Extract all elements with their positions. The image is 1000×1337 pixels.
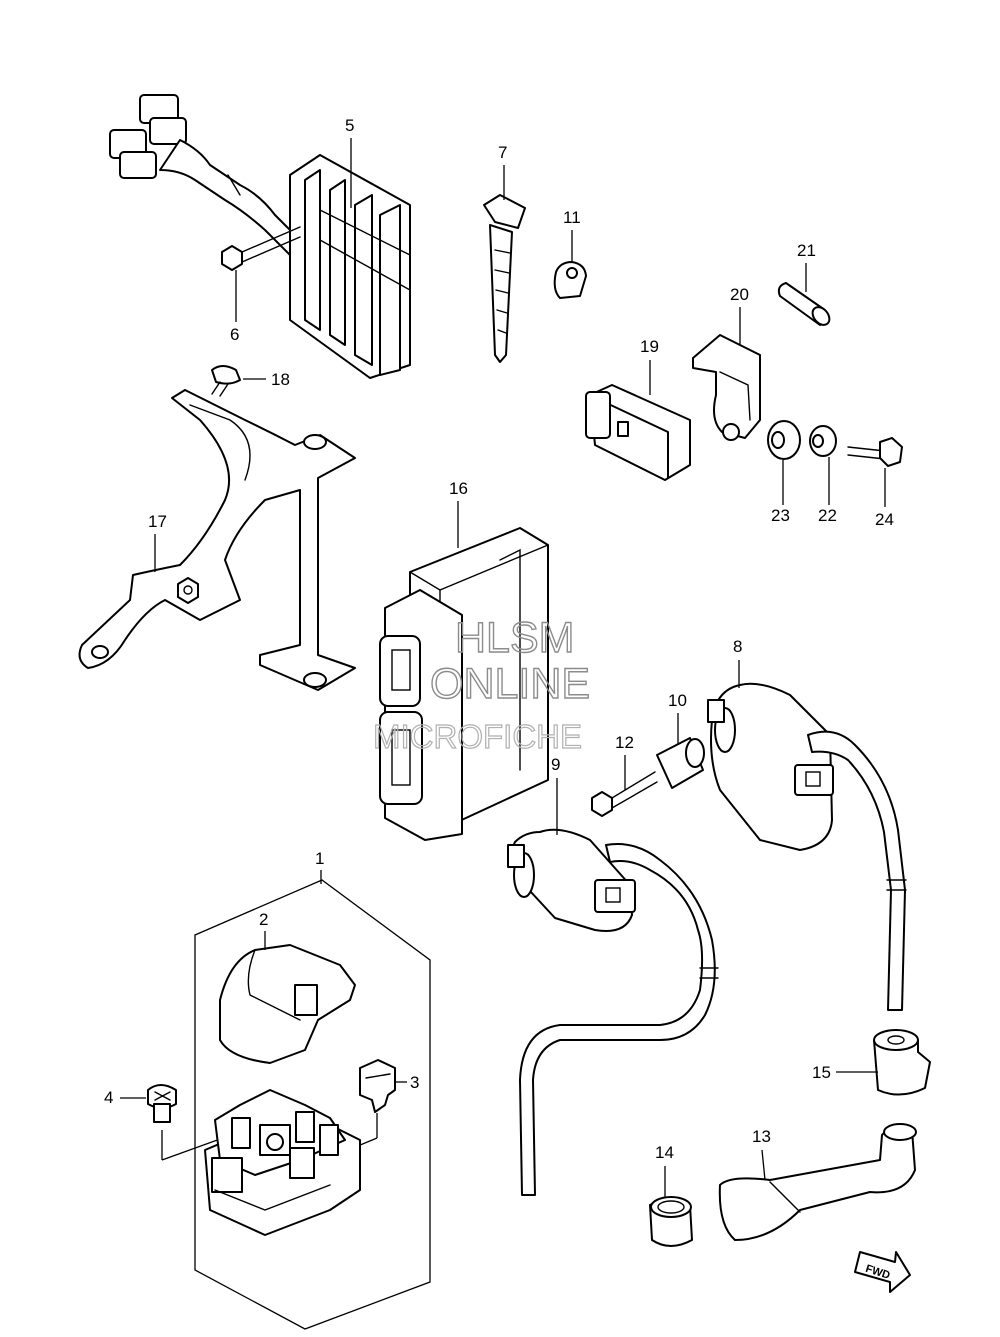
callout-2: 2 bbox=[259, 910, 268, 929]
callout-11: 11 bbox=[563, 208, 581, 227]
part-1-fuse-box-assembly[interactable]: 1 bbox=[194, 849, 431, 1330]
part-13-plug-cap[interactable]: 13 bbox=[718, 1123, 917, 1241]
part-7-cable-tie[interactable]: 7 bbox=[483, 143, 526, 363]
part-5-regulator-rectifier[interactable]: 5 bbox=[109, 94, 411, 379]
callout-7: 7 bbox=[498, 143, 507, 162]
part-15-cap[interactable]: 15 bbox=[812, 1029, 931, 1096]
part-3-fuse[interactable]: 3 bbox=[304, 1059, 419, 1169]
part-9-ignition-coil[interactable]: 9 bbox=[507, 755, 719, 1196]
part-16-ecm[interactable]: 16 bbox=[379, 479, 549, 841]
callout-18: 18 bbox=[271, 370, 290, 389]
part-22-collar[interactable]: 22 bbox=[809, 425, 837, 525]
callout-6: 6 bbox=[230, 325, 239, 344]
part-10-spacer[interactable]: 10 bbox=[656, 691, 705, 789]
part-18-screw[interactable]: 18 bbox=[211, 365, 290, 397]
watermark: HLSM ONLINE MICROFICHE bbox=[372, 613, 590, 755]
watermark-line-2: ONLINE bbox=[430, 660, 590, 708]
part-8-ignition-coil[interactable]: 8 bbox=[707, 637, 907, 1011]
part-14-ring[interactable]: 14 bbox=[649, 1143, 693, 1247]
callout-24: 24 bbox=[875, 510, 894, 529]
part-19-relay[interactable]: 19 bbox=[585, 337, 691, 481]
watermark-line-1: HLSM bbox=[455, 614, 574, 662]
part-6-bolt[interactable]: 6 bbox=[221, 226, 301, 344]
callout-15: 15 bbox=[812, 1063, 831, 1082]
callout-8: 8 bbox=[733, 637, 742, 656]
callout-13: 13 bbox=[752, 1127, 771, 1146]
part-2-fuse-box-cover[interactable]: 2 bbox=[219, 910, 356, 1064]
fuse-box-base bbox=[204, 1089, 361, 1236]
part-20-bracket[interactable]: 20 bbox=[692, 285, 761, 441]
callout-4: 4 bbox=[104, 1088, 113, 1107]
part-4-screw[interactable]: 4 bbox=[104, 1084, 246, 1161]
callout-5: 5 bbox=[345, 116, 354, 135]
callout-23: 23 bbox=[771, 506, 790, 525]
callout-1: 1 bbox=[315, 849, 324, 868]
part-17-bracket[interactable]: 17 bbox=[78, 389, 356, 691]
watermark-line-3: MICROFICHE bbox=[373, 718, 582, 755]
callout-16: 16 bbox=[449, 479, 468, 498]
callout-22: 22 bbox=[818, 506, 837, 525]
part-12-bolt[interactable]: 12 bbox=[591, 733, 658, 817]
callout-3: 3 bbox=[410, 1073, 419, 1092]
callout-19: 19 bbox=[640, 337, 659, 356]
part-21-sleeve[interactable]: 21 bbox=[777, 241, 833, 328]
callout-17: 17 bbox=[148, 512, 167, 531]
part-11-clip[interactable]: 11 bbox=[553, 208, 587, 299]
part-23-grommet[interactable]: 23 bbox=[767, 420, 801, 525]
callout-9: 9 bbox=[551, 755, 560, 774]
fwd-direction-badge: FWD bbox=[854, 1251, 911, 1293]
callout-20: 20 bbox=[730, 285, 749, 304]
callout-12: 12 bbox=[615, 733, 634, 752]
callout-10: 10 bbox=[668, 691, 687, 710]
callout-21: 21 bbox=[797, 241, 816, 260]
part-24-bolt[interactable]: 24 bbox=[847, 437, 903, 529]
callout-14: 14 bbox=[655, 1143, 674, 1162]
